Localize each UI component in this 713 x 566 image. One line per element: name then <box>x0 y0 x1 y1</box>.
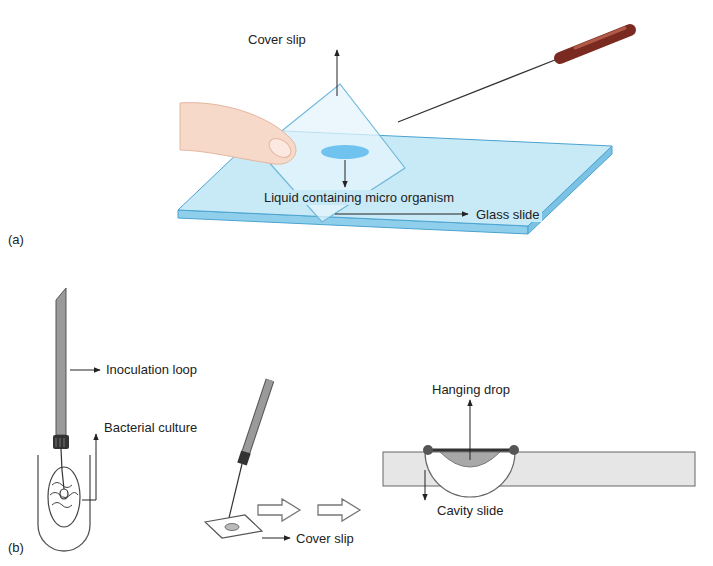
part-label: Glass slide <box>474 207 542 222</box>
part-label: Cover slip <box>296 531 354 546</box>
part-label: Inoculation loop <box>106 362 197 377</box>
cavity-slide <box>383 445 695 497</box>
bacterial-culture <box>48 467 80 527</box>
sealant-dot <box>509 445 519 455</box>
leader-line <box>82 434 96 500</box>
part-label: Bacterial culture <box>104 420 197 435</box>
needle-handle <box>560 30 630 58</box>
finger <box>180 103 296 165</box>
needle-highlight <box>575 28 625 48</box>
liquid-drop <box>321 145 369 159</box>
loop-wire <box>228 464 242 522</box>
leader-line <box>337 50 338 96</box>
part-label: (b) <box>8 540 24 555</box>
leader-line <box>470 400 471 460</box>
needle-wire <box>398 58 560 122</box>
culture-drop <box>225 524 239 531</box>
cover-slip-glass <box>205 515 262 538</box>
leader-line <box>70 370 100 371</box>
loop-tip <box>60 489 68 499</box>
cover-slip <box>428 449 514 452</box>
part-label: Liquid containing micro organism <box>262 190 456 205</box>
inoculation-loop <box>53 288 69 499</box>
leader-line <box>425 470 426 500</box>
step-arrow <box>318 499 360 521</box>
sealant-dot <box>423 445 433 455</box>
loop-handle-outline <box>246 380 270 452</box>
finger-nail <box>266 135 295 162</box>
part-label: Cavity slide <box>437 503 503 518</box>
loop-nut <box>242 452 246 464</box>
inoculation-loop <box>228 380 270 522</box>
leader-line <box>262 538 290 539</box>
test-tube <box>38 455 90 551</box>
part-label: (a) <box>8 232 24 247</box>
cover-slip <box>205 515 262 538</box>
leader-line <box>345 160 346 187</box>
loop-handle <box>246 380 270 452</box>
tube-outline <box>38 455 90 551</box>
part-label: Hanging drop <box>432 382 510 397</box>
finger-shape <box>180 103 296 165</box>
loop-wire <box>61 449 64 489</box>
loop-handle <box>56 288 66 435</box>
step-arrow <box>258 499 300 521</box>
loop-nut <box>53 435 69 449</box>
part-label: Cover slip <box>248 32 306 47</box>
nut-knurl <box>56 438 64 447</box>
leader-line <box>335 214 468 215</box>
needle <box>398 28 630 122</box>
